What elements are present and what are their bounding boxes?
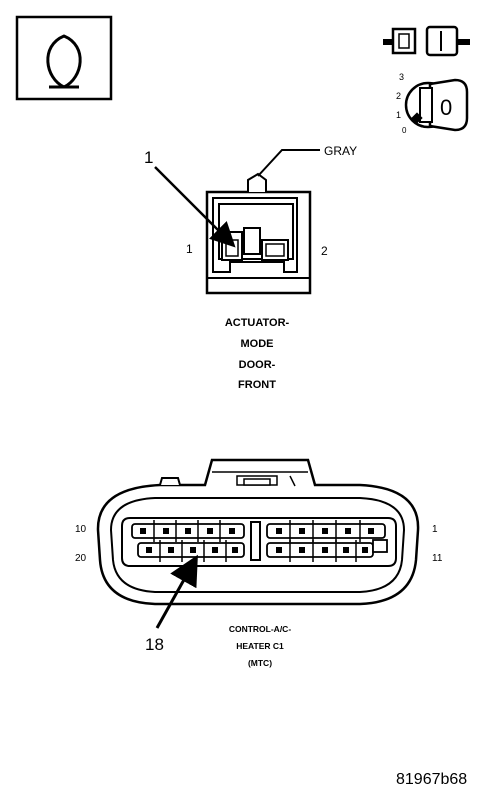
connector-1-title-line-3: DOOR-: [239, 359, 276, 371]
key-position-0: 0: [402, 126, 407, 135]
connector-1-title-line-1: ACTUATOR-: [225, 317, 290, 329]
pin-18-callout-arrow: [155, 554, 198, 629]
key-position-3: 3: [399, 72, 404, 82]
connector-1-title-line-2: MODE: [241, 338, 274, 350]
ignition-key-icon: 3 2 1 0 0: [396, 72, 469, 135]
figure-id: 81967b68: [396, 771, 467, 788]
pin-1-callout-number: 1: [144, 148, 153, 167]
connector-2-pin-bottom-right: 11: [432, 553, 443, 564]
pin-18-callout-number: 18: [145, 635, 164, 654]
connector-2-title-line-3: (MTC): [248, 658, 272, 668]
key-position-2: 2: [396, 91, 401, 101]
connector-1-title-line-4: FRONT: [238, 379, 276, 391]
ohmmeter-icon: [15, 15, 113, 101]
connector-1-pin-right: 2: [321, 244, 328, 258]
connector-2-pin-top-left: 10: [75, 524, 87, 535]
key-label: 0: [440, 95, 452, 120]
pin-1-callout-arrow: [154, 166, 236, 248]
key-position-1: 1: [396, 110, 401, 120]
disconnected-connector-icon: [383, 25, 470, 57]
gray-leader-line: [257, 149, 320, 177]
connector-2-pin-bottom-left: 20: [75, 553, 87, 564]
connector-2-title-line-2: HEATER C1: [236, 641, 284, 651]
connector-2-pin-top-right: 1: [432, 524, 438, 535]
connector-1-pin-left: 1: [186, 242, 193, 256]
control-ac-heater-c1-connector: [96, 458, 420, 606]
connector-color-label: GRAY: [324, 144, 357, 158]
connector-2-title-line-1: CONTROL-A/C-: [229, 624, 291, 634]
